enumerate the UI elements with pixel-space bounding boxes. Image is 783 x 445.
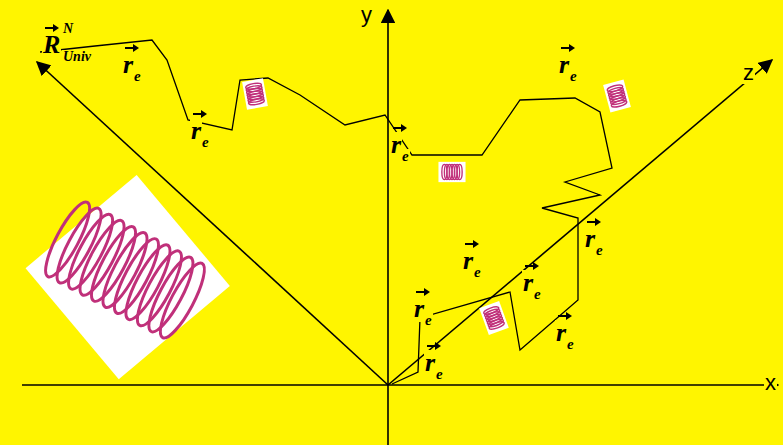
vector-index: e [473,265,482,280]
vector-index: e [201,135,210,150]
axis-label: x [764,372,777,394]
spring-icon [242,78,268,109]
vector-index: e [595,243,604,258]
vector-index: e [435,367,444,382]
spring-icon [438,162,465,182]
vector-index: Univ [62,50,92,64]
x-axis [22,384,778,386]
axis-label: y [360,4,373,26]
spring-icon [479,301,509,335]
vector-index: e [569,69,578,84]
axis-label: z [742,62,755,84]
vector-index: e [566,337,575,352]
vector-index: e [133,69,142,84]
y-axis [387,10,389,445]
vector-symbol: R [42,32,61,58]
spring-illustration [26,175,230,379]
spring-icon [603,80,631,113]
vector-index: e [533,287,542,302]
vector-index: N [62,22,74,36]
z-axis [388,60,772,385]
vector-index: e [401,149,410,164]
vector-index: e [424,313,433,328]
